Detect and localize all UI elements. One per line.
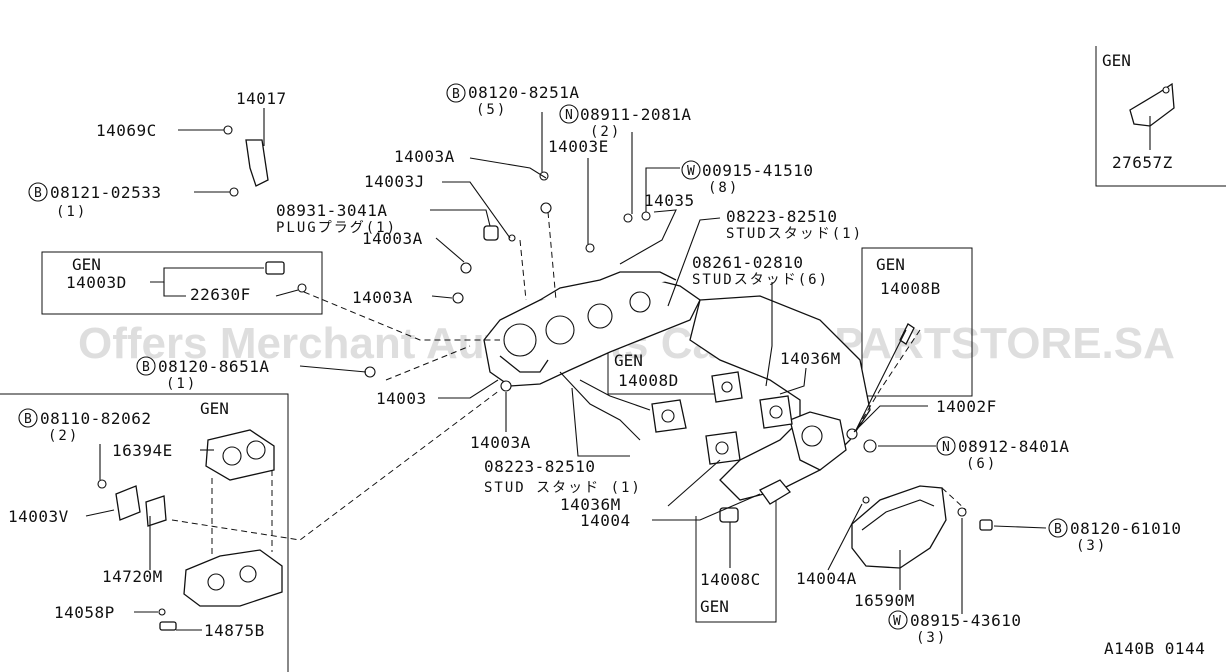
callout-08121-02533: 08121-02533 [50,183,161,202]
qty-00915-41510: (8) [708,180,739,196]
callout-00915-41510: 00915-41510 [702,161,813,180]
svg-text:B: B [1054,522,1062,537]
qty-08120-61010: (3) [1076,538,1107,554]
gen-box-14008C: 14008C GEN [695,500,777,623]
prefix-markers: B B N W B B N B W [18,83,1068,630]
callout-14003A: 14003A [394,147,455,166]
svg-text:N: N [942,440,950,455]
callout-14003V: 14003V [8,507,69,526]
stud-label: STUDスタッド(6) [692,272,829,288]
gen-box-bottom-left: GEN [0,393,289,672]
prefix-circle-w [681,160,701,180]
callout-14008B: 14008B [880,279,941,298]
svg-text:B: B [34,186,42,201]
gen-box-top-right: GEN 27657Z [1095,46,1226,187]
prefix-circle-b [1048,518,1068,538]
callout-22630F: 22630F [190,285,251,304]
qty-08912-8401A: (6) [966,456,997,472]
callout-14003D: 14003D [66,273,127,292]
prefix-circle-n [559,104,579,124]
gen-label: GEN [700,597,729,616]
gen-label: GEN [876,255,905,274]
callout-14875B: 14875B [204,621,265,640]
callout-14008D: 14008D [618,371,679,390]
stud-label: STUD スタッド (1) [484,480,642,496]
callout-14004A: 14004A [796,569,857,588]
carburetor-spacer [97,429,283,607]
prefix-circle-b [18,408,38,428]
leader-lines [85,108,1047,631]
callout-08120-61010: 08120-61010 [1070,519,1181,538]
callout-27657Z: 27657Z [1112,153,1173,172]
heat-shield-16590M [851,485,947,569]
callout-14003A: 14003A [362,229,423,248]
callout-08120-8651A: 08120-8651A [158,357,269,376]
svg-text:B: B [24,412,32,427]
exhaust-manifold [689,295,871,505]
callout-14003A: 14003A [352,288,413,307]
callout-08223-82510: 08223-82510 [726,207,837,226]
qty-08911-2081A: (2) [590,124,621,140]
callout-14069C: 14069C [96,121,157,140]
callout-14036M: 14036M [560,495,621,514]
callout-14036M: 14036M [780,349,841,368]
hardware-bits [158,125,993,631]
prefix-circle-b [28,182,48,202]
assembly-dashed-lines [171,211,967,541]
gen-box-14008B: GEN 14008B [861,247,973,397]
prefix-circle-b [136,356,156,376]
callout-08912-8401A: 08912-8401A [958,437,1069,456]
stud-label: STUDスタッド(1) [726,226,863,242]
plug-label: PLUGプラグ(1) [276,220,397,236]
callout-08915-43610: 08915-43610 [910,611,1021,630]
gen-label: GEN [614,351,643,370]
prefix-circle-w [888,610,908,630]
gen-label: GEN [200,399,229,418]
callout-14003E: 14003E [548,137,609,156]
callout-14017: 14017 [236,89,287,108]
svg-text:B: B [142,360,150,375]
callout-14003: 14003 [376,389,427,408]
callout-14003J: 14003J [364,172,425,191]
qty-08915-43610: (3) [916,630,947,646]
callout-labels: 14017 14069C 08121-02533 (1) 14003A 1400… [8,83,1205,658]
qty-08121-02533: (1) [56,204,87,220]
callout-14008C: 14008C [700,570,761,589]
figure-code: A140B 0144 [1104,639,1205,658]
gen-label: GEN [72,255,101,274]
intake-manifold-assembly [483,271,701,441]
qty-08120-8251A: (5) [476,102,507,118]
qty-08120-8651A: (1) [166,376,197,392]
callout-08120-8251A: 08120-8251A [468,83,579,102]
callout-08931-3041A: 08931-3041A [276,201,387,220]
gen-label: GEN [1102,51,1131,70]
gaskets-14036M [651,371,793,465]
gen-box-14008D: GEN 14008D [607,350,720,395]
callout-08223-82510: 08223-82510 [484,457,595,476]
svg-text:B: B [452,87,460,102]
gen-box-14003D: GEN 14003D 22630F [41,251,323,315]
callout-14002F: 14002F [936,397,997,416]
callout-14720M: 14720M [102,567,163,586]
qty-08110-82062: (2) [48,428,79,444]
callout-16394E: 16394E [112,441,173,460]
callout-14035: 14035 [644,191,695,210]
prefix-circle-b [446,83,466,103]
svg-text:W: W [893,614,901,629]
callout-14058P: 14058P [54,603,115,622]
callout-08911-2081A: 08911-2081A [580,105,691,124]
callout-14003A: 14003A [470,433,531,452]
callout-16590M: 16590M [854,591,915,610]
svg-text:N: N [565,108,573,123]
svg-text:W: W [687,164,695,179]
callout-08261-02810: 08261-02810 [692,253,803,272]
callout-08110-82062: 08110-82062 [40,409,151,428]
callout-14004: 14004 [580,511,631,530]
prefix-circle-n [936,436,956,456]
